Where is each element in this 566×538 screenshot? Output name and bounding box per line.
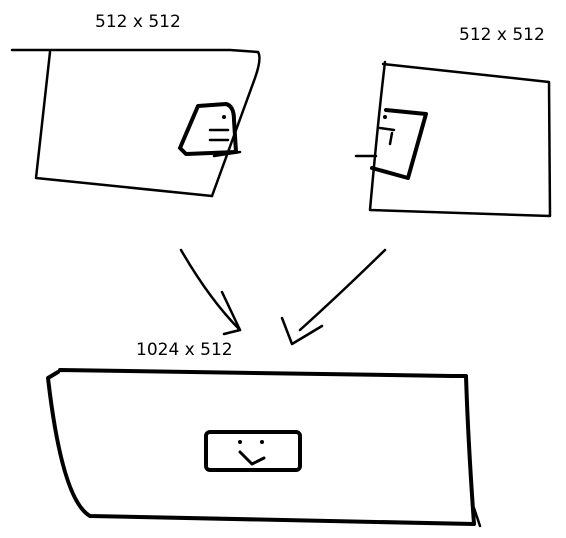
merged-size-label: 1024 x 512	[136, 340, 233, 360]
right-arrow	[280, 248, 387, 346]
right-face-icon	[354, 108, 428, 180]
right-size-label: 512 x 512	[459, 25, 545, 45]
merged-image-frame	[46, 368, 482, 528]
left-face-icon	[178, 102, 242, 158]
left-size-label: 512 x 512	[95, 12, 181, 32]
left-arrow	[179, 248, 242, 336]
right-image-frame	[368, 60, 552, 218]
merged-face-icon	[204, 430, 302, 472]
left-image-frame	[10, 48, 261, 198]
